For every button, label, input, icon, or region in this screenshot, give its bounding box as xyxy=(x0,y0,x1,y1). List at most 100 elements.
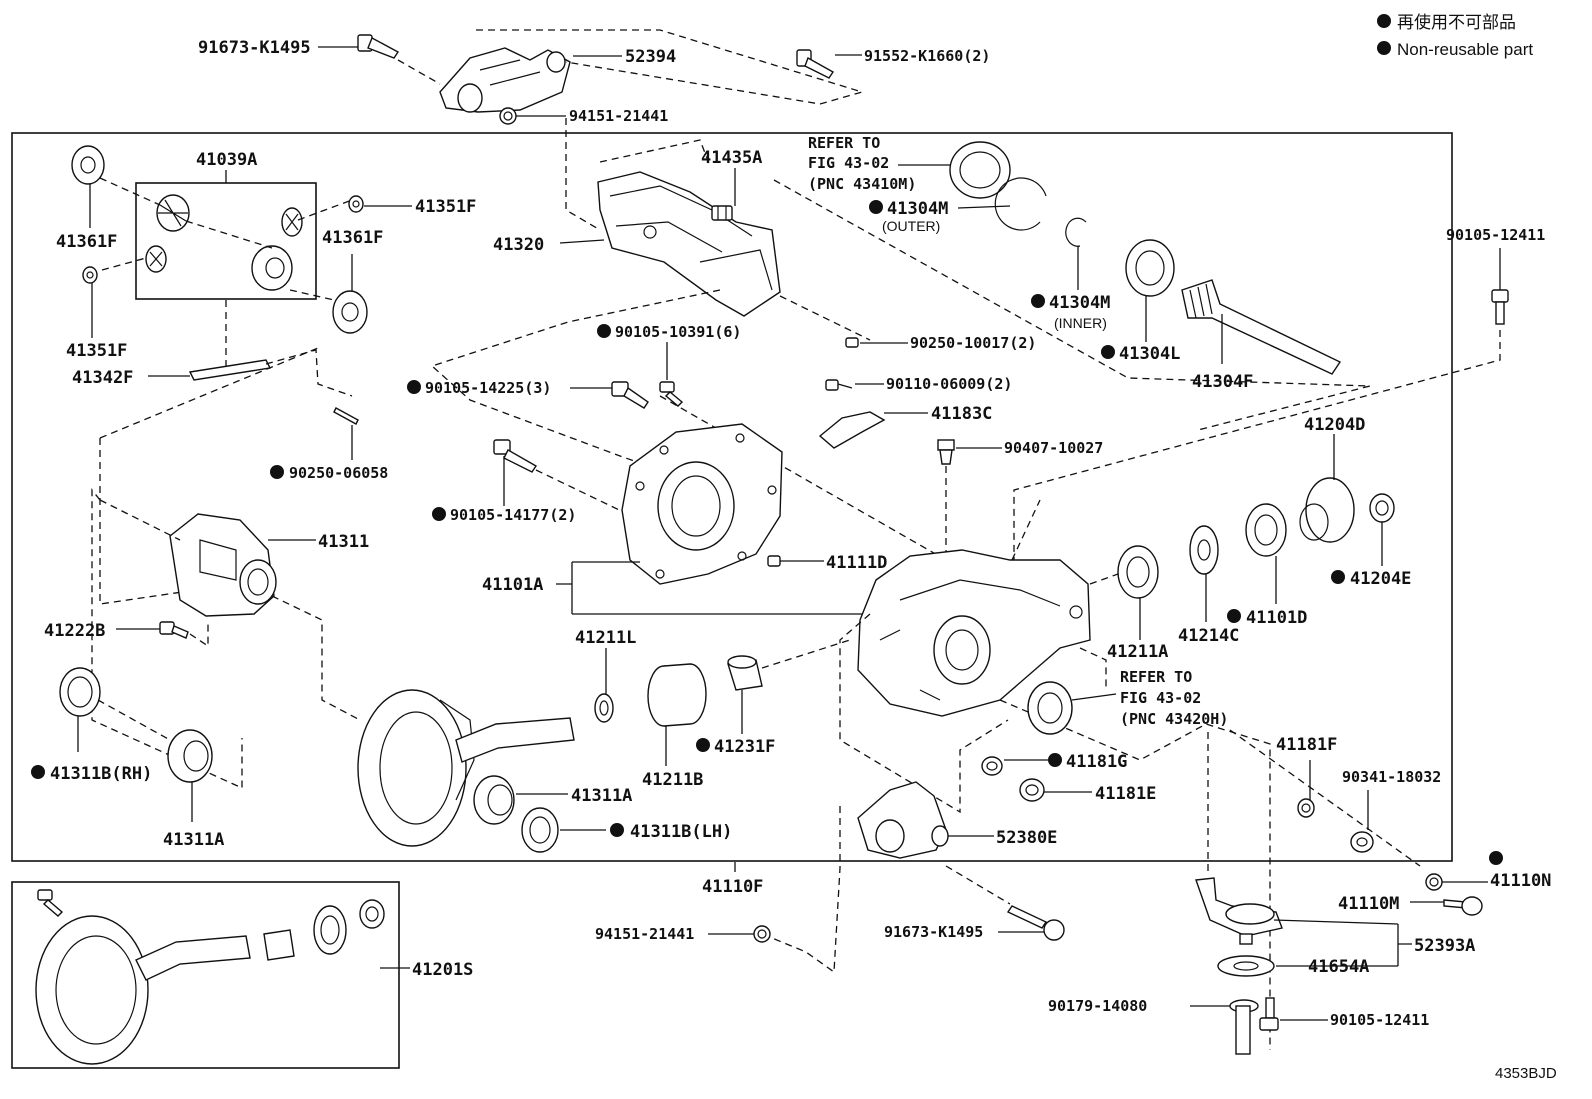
label-41211A: 41211A xyxy=(1107,642,1168,662)
label-91673-top: 91673-K1495 xyxy=(198,38,311,58)
label-90250-06058: 90250-06058 xyxy=(289,464,388,482)
oil-seal-41101D[interactable] xyxy=(1245,503,1287,557)
bearing-41311A-b[interactable] xyxy=(473,775,515,825)
plug-90341-18032[interactable] xyxy=(1350,831,1374,853)
label-41231F: 41231F xyxy=(714,737,775,757)
label-90341-18032: 90341-18032 xyxy=(1342,768,1441,786)
label-41039A: 41039A xyxy=(196,150,257,170)
bolt-90105-14225[interactable] xyxy=(611,381,649,409)
bolt-91552[interactable] xyxy=(796,49,835,79)
differential-carrier-housing[interactable] xyxy=(857,549,1091,717)
bearing-41304L[interactable] xyxy=(1125,239,1175,297)
rear-mount-bracket-52394[interactable] xyxy=(439,47,571,113)
rear-mount-52380E[interactable] xyxy=(857,781,949,859)
label-41204D: 41204D xyxy=(1304,415,1365,435)
bolt-41110M[interactable] xyxy=(1443,896,1483,916)
label-41183C: 41183C xyxy=(931,404,992,424)
label-41654A: 41654A xyxy=(1308,957,1369,977)
pin-90250-06058[interactable] xyxy=(333,407,359,425)
bearing-41311A-a[interactable] xyxy=(167,729,213,783)
companion-flange-41204D[interactable] xyxy=(1299,477,1355,543)
label-41351F-a: 41351F xyxy=(415,197,476,217)
gasket-41181F[interactable] xyxy=(1297,798,1315,818)
bolt-91673-bottom[interactable] xyxy=(1006,905,1065,941)
side-gear-41039A[interactable] xyxy=(156,194,190,232)
nut-94151-bottom[interactable] xyxy=(753,925,771,943)
bolt-90105-10391[interactable] xyxy=(659,381,684,407)
bolt-90105-14177[interactable] xyxy=(493,439,537,473)
pin-41111D[interactable] xyxy=(767,555,781,567)
label-41222B: 41222B xyxy=(44,621,105,641)
shim-41311B-RH[interactable] xyxy=(59,667,101,717)
bolt-90105-12411-bottom[interactable] xyxy=(1259,997,1279,1031)
label-41181E: 41181E xyxy=(1095,784,1156,804)
thrust-washer-41351F-a[interactable] xyxy=(348,195,364,213)
snap-ring-41304M-outer[interactable] xyxy=(994,177,1047,231)
label-41361F-b: 41361F xyxy=(322,228,383,248)
nut-94151-top[interactable] xyxy=(499,107,517,125)
thrust-washer-41361F-a[interactable] xyxy=(71,145,105,185)
label-41342F: 41342F xyxy=(72,368,133,388)
plug-41181E[interactable] xyxy=(1019,778,1045,802)
bearing-41211B[interactable] xyxy=(647,663,707,727)
oil-seal-43420H[interactable] xyxy=(1027,681,1073,735)
label-41201S: 41201S xyxy=(412,960,473,980)
carrier-cover-41101A[interactable] xyxy=(621,423,783,585)
bolt-91673-top[interactable] xyxy=(357,34,400,59)
label-41311: 41311 xyxy=(318,532,369,552)
label-90105-14225: 90105-14225(3) xyxy=(425,379,551,397)
note-outer: (OUTER) xyxy=(882,218,940,234)
nut-41204E[interactable] xyxy=(1369,493,1395,523)
cushion-41654A[interactable] xyxy=(1217,955,1275,977)
axle-shaft-41304F[interactable] xyxy=(1181,279,1342,375)
collapsible-spacer-41231F[interactable] xyxy=(727,655,763,691)
ring-gear-pinion[interactable] xyxy=(357,689,575,847)
breather-41435A[interactable] xyxy=(711,205,733,221)
label-94151-top: 94151-21441 xyxy=(569,107,668,125)
label-41311B-LH: 41311B(LH) xyxy=(630,822,732,842)
breather-90407-10027[interactable] xyxy=(937,439,955,465)
gasket-41181G[interactable] xyxy=(981,756,1003,776)
note-inner: (INNER) xyxy=(1054,315,1107,331)
spacer-41211L[interactable] xyxy=(594,693,614,723)
pinion-gear-41039A-a[interactable] xyxy=(145,245,167,273)
label-41311A-b: 41311A xyxy=(571,786,632,806)
label-41435A: 41435A xyxy=(701,148,762,168)
label-90105-12411-right: 90105-12411 xyxy=(1446,226,1545,244)
pin-90250-10017[interactable] xyxy=(845,337,859,348)
label-41111D: 41111D xyxy=(826,553,887,573)
extension-tube-41320[interactable] xyxy=(597,171,781,317)
pinion-shaft-41342F[interactable] xyxy=(188,359,272,381)
washer-41214C[interactable] xyxy=(1189,525,1219,575)
label-90105-14177: 90105-14177(2) xyxy=(450,506,576,524)
gasket-41183C[interactable] xyxy=(818,411,886,449)
mount-bracket-52393A[interactable] xyxy=(1195,877,1283,945)
main-assembly-frame xyxy=(11,132,1453,862)
snap-ring-41304M-inner[interactable] xyxy=(1065,217,1087,247)
thrust-washer-41351F-b[interactable] xyxy=(82,266,98,284)
label-41101A: 41101A xyxy=(482,575,543,595)
pinion-gear-41039A-b[interactable] xyxy=(281,207,303,237)
ring-gear-kit-41201S[interactable] xyxy=(35,889,385,1065)
bolt-90105-12411-right[interactable] xyxy=(1491,289,1509,325)
diagram-code: 4353BJD xyxy=(1495,1065,1557,1082)
label-52394: 52394 xyxy=(625,47,676,67)
label-41311B-RH: 41311B(RH) xyxy=(50,764,152,784)
ref-upper-line2: FIG 43-02 xyxy=(808,154,889,172)
bolt-90179-14080[interactable] xyxy=(1229,999,1259,1055)
shim-41311B-LH[interactable] xyxy=(521,807,559,853)
thrust-washer-41361F-b[interactable] xyxy=(332,290,368,334)
bolt-90110-06009[interactable] xyxy=(825,379,853,391)
oil-seal-43410M[interactable] xyxy=(949,141,1011,199)
bearing-41211A[interactable] xyxy=(1117,545,1159,599)
label-91552: 91552-K1660(2) xyxy=(864,47,990,65)
legend-bullet-jp xyxy=(1377,14,1391,28)
differential-case-41311[interactable] xyxy=(169,513,277,617)
side-gear-41039A-b[interactable] xyxy=(251,245,293,291)
washer-41110N[interactable] xyxy=(1425,873,1443,891)
label-52380E: 52380E xyxy=(996,828,1057,848)
label-41110N: 41110N xyxy=(1490,871,1551,891)
label-41181G: 41181G xyxy=(1066,752,1127,772)
bolt-41222B[interactable] xyxy=(159,621,189,639)
